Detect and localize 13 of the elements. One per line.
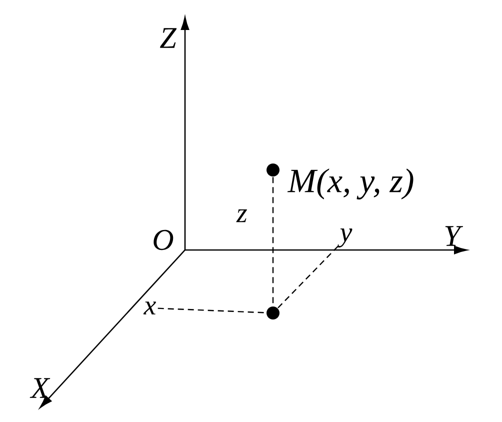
axis-label: Z <box>160 28 177 48</box>
dashed-line <box>278 246 339 308</box>
point-label: x <box>143 302 156 314</box>
dashed-line <box>158 308 266 314</box>
point-label: y <box>337 228 352 248</box>
line-label: z <box>236 209 247 222</box>
point-label: M(x, y, z) <box>287 168 414 200</box>
axis-label: O <box>154 230 174 250</box>
axis-label: Y <box>445 226 464 246</box>
point <box>266 164 280 176</box>
dashed-line <box>272 177 274 306</box>
axis-label: X <box>30 378 50 398</box>
point <box>266 306 280 320</box>
